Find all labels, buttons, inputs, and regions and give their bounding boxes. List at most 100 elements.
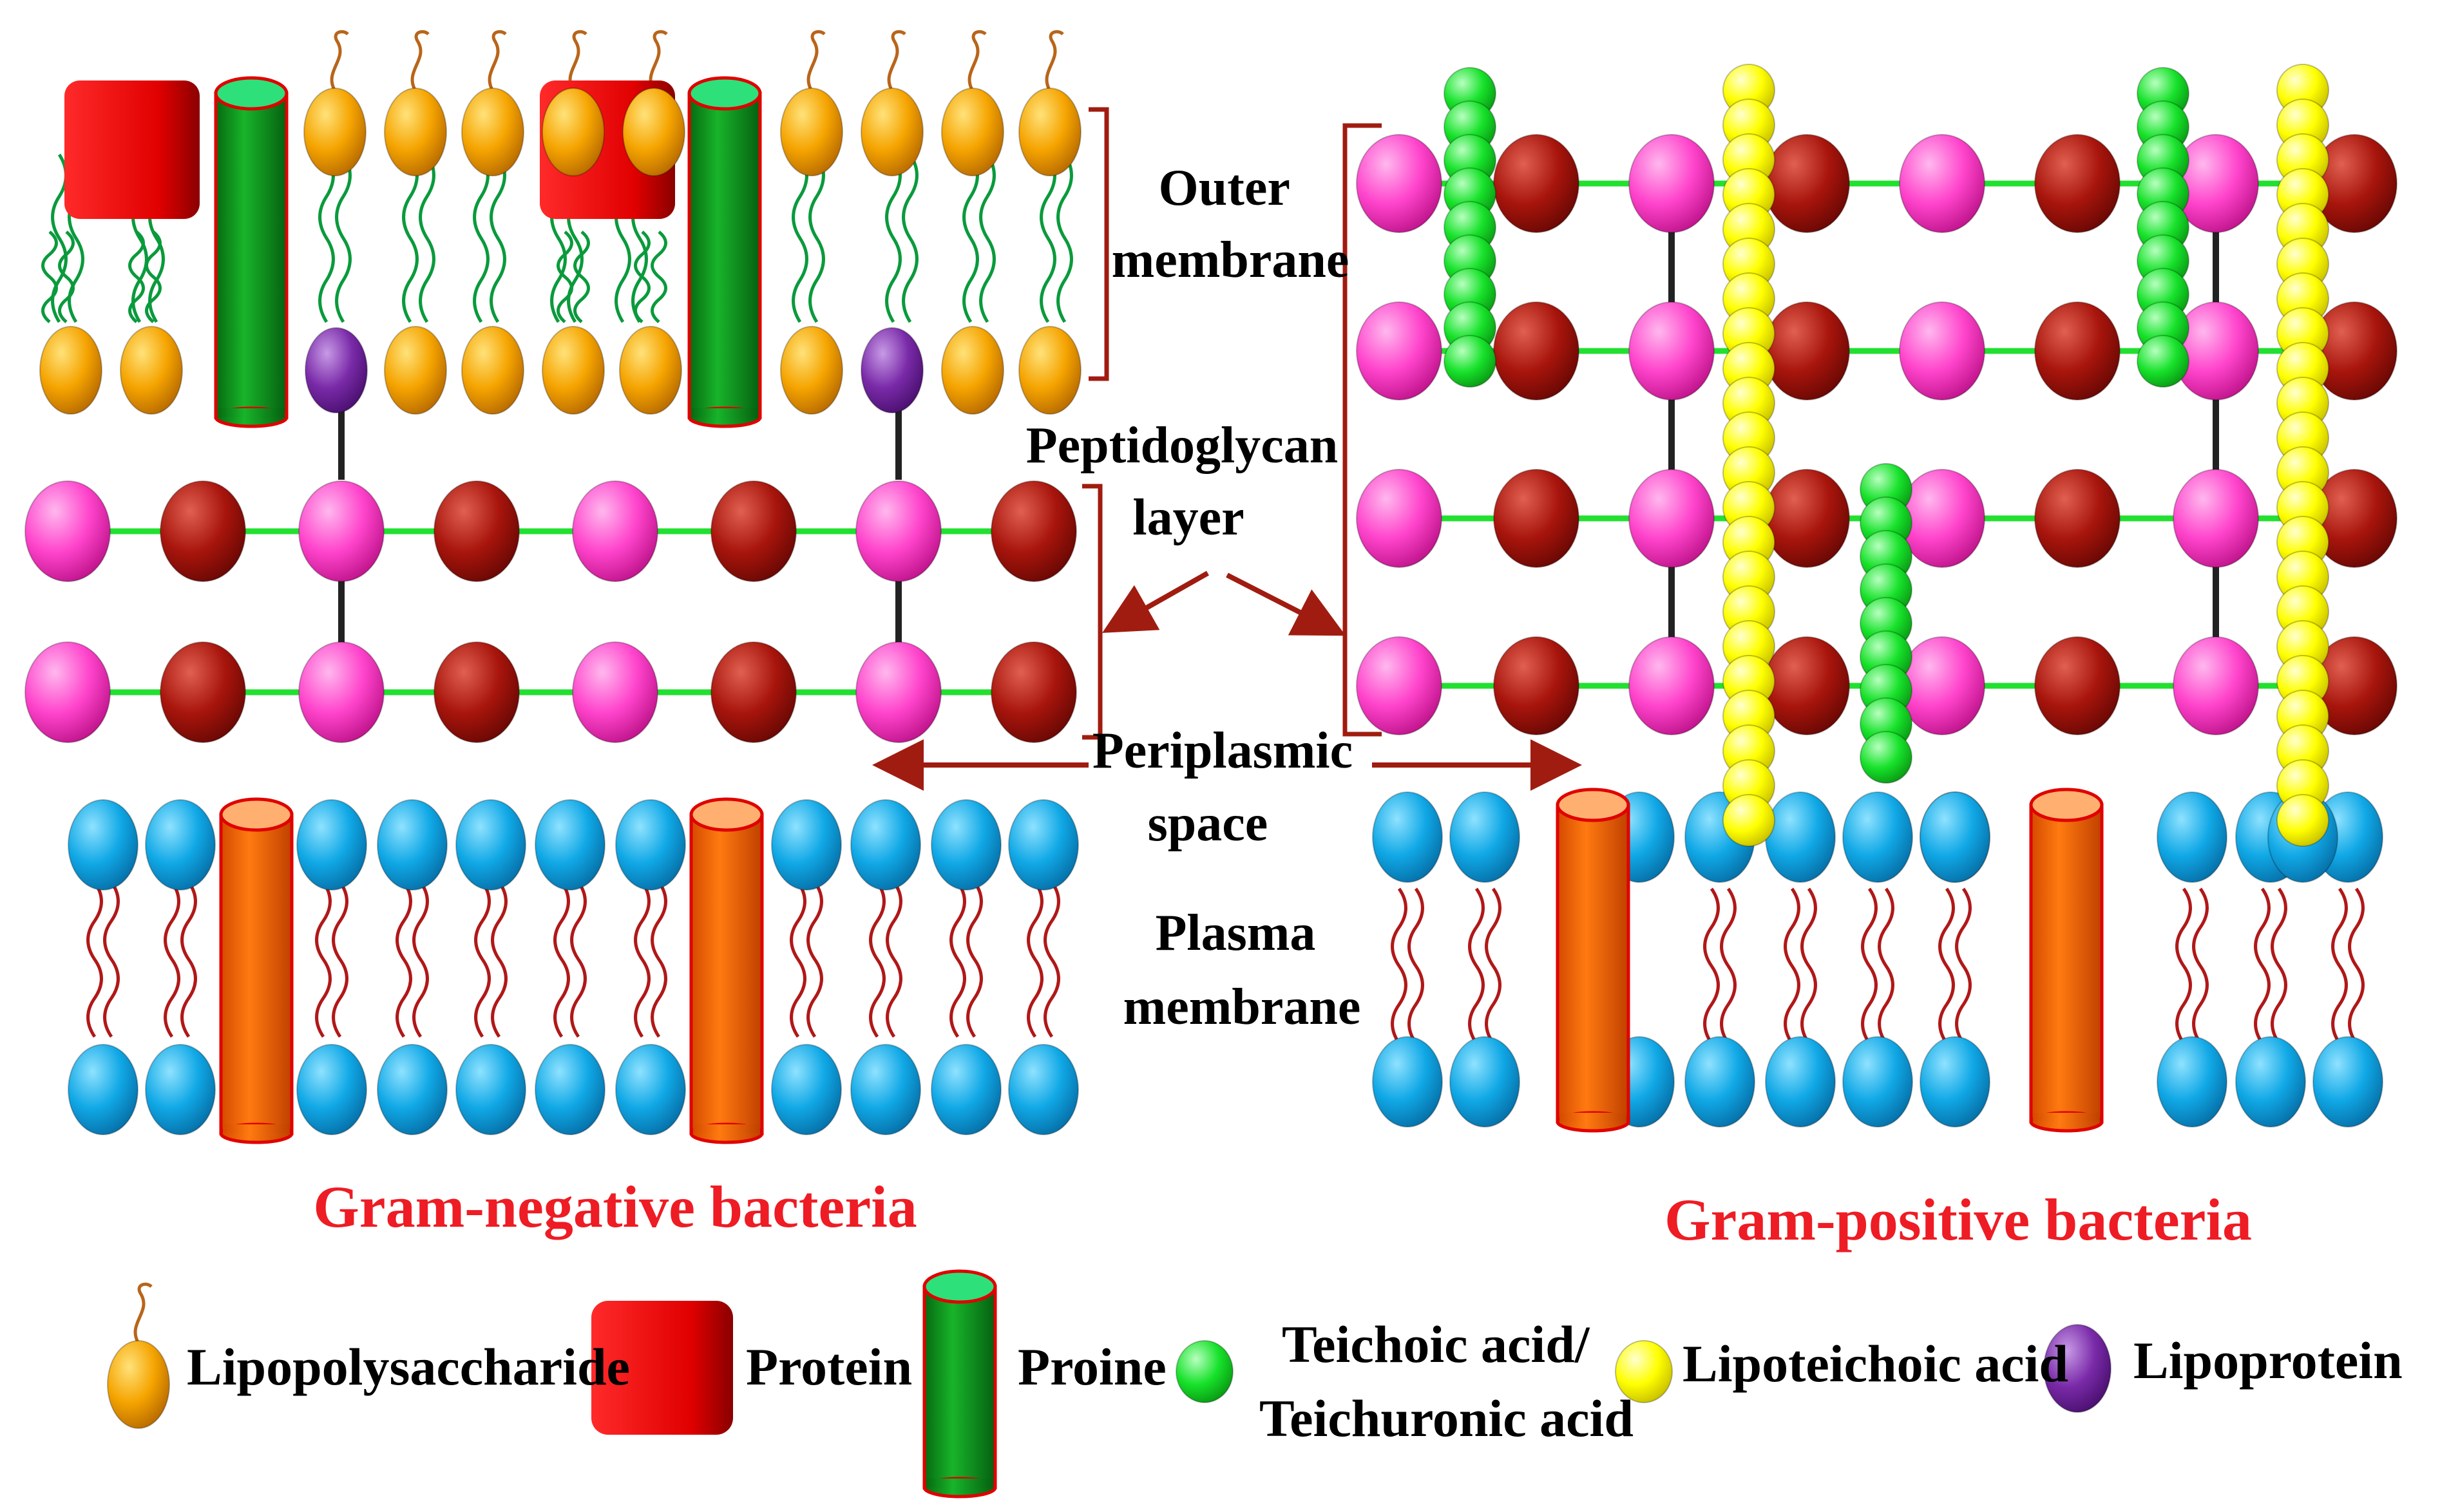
lps-chain-4-left	[473, 153, 490, 323]
lipoprotein-1	[861, 327, 924, 413]
peptidoglycan-pos-r1-4	[1899, 301, 1985, 401]
lipid-head-neg-top-9	[931, 799, 1002, 891]
membrane-protein-neg-0-body	[219, 813, 294, 1135]
peptidoglycan-pos-r1-2	[1628, 301, 1715, 401]
lipid-head-neg-top-8	[850, 799, 921, 891]
lps-top-8	[1018, 88, 1082, 176]
lps-top-3-tail	[568, 30, 587, 92]
membrane-protein-neg-1-body	[689, 813, 764, 1135]
lipid-head-neg-bottom-0	[68, 1044, 138, 1135]
lps-chain-short-3-left	[634, 231, 651, 323]
lps-bottom-6	[780, 326, 843, 415]
peptidoglycan-pos-r3-4	[1899, 636, 1985, 735]
peptidoglycan-neg-r0-6	[855, 480, 942, 582]
peptidoglycan-neg-r0-1	[160, 480, 246, 582]
lipid-tail-neg-3-left	[396, 881, 412, 1038]
lipid-head-neg-bottom-2	[296, 1044, 367, 1135]
lps-chain-8-left	[885, 153, 902, 323]
lps-chain-4-right	[490, 153, 506, 323]
legend-proine-icon-top	[922, 1269, 997, 1304]
lipid-tail-pos-1-right	[1485, 887, 1501, 1044]
peptidoglycan-neg-r1-2	[298, 641, 385, 743]
legend-teichoic-label: Teichoic acid/ Teichuronic acid	[1259, 1315, 1634, 1448]
lipid-head-neg-top-10	[1008, 799, 1079, 891]
lipid-tail-neg-7-left	[790, 881, 806, 1038]
peptidoglycan-neg-r1-4	[572, 641, 658, 743]
lps-chain-short-2-left	[557, 231, 573, 323]
lps-top-0	[303, 88, 367, 176]
shapes-layer	[24, 64, 2397, 1498]
teichoic-acid-1-8	[2137, 335, 2189, 388]
lps-top-7	[941, 88, 1004, 176]
lps-chain-3-right	[419, 153, 435, 323]
membrane-protein-pos-1-body	[2029, 803, 2104, 1124]
peptidoglycan-pos-r3-1	[1493, 636, 1579, 735]
lipid-tail-neg-8-left	[869, 881, 886, 1038]
porin-1-top	[687, 76, 762, 111]
lipid-tail-neg-0-right	[103, 881, 120, 1038]
lps-top-3	[542, 88, 605, 176]
lipid-tail-neg-4-right	[491, 881, 508, 1038]
lipid-tail-pos-4-right	[1878, 887, 1894, 1044]
legend-lipoteichoic-icon	[1615, 1340, 1673, 1403]
peptidoglycan-pos-r3-6	[2173, 636, 2259, 735]
lipid-tail-pos-1-left	[1468, 887, 1485, 1044]
lipid-tail-pos-2-left	[1703, 887, 1720, 1044]
lps-bottom-5	[619, 326, 682, 415]
plasma-membrane-label-line1: Plasma	[1156, 905, 1316, 961]
lps-top-8-tail	[1045, 30, 1064, 92]
lipid-tail-pos-6-right	[2192, 887, 2209, 1044]
membrane-protein-pos-0-joint	[1559, 1113, 1626, 1122]
peptidoglycan-pos-r1-1	[1493, 301, 1579, 401]
lipid-head-neg-bottom-9	[931, 1044, 1002, 1135]
peptidoglycan-pos-r2-4	[1899, 469, 1985, 568]
lps-bottom-0	[39, 326, 102, 415]
porin-1-joint	[691, 408, 758, 417]
lipid-tail-pos-0-right	[1407, 887, 1424, 1044]
lipid-head-pos-bottom-1	[1449, 1036, 1520, 1128]
peptidoglycan-label: Peptidoglycan layer	[1026, 417, 1351, 546]
peptidoglycan-neg-r0-5	[710, 480, 797, 582]
lps-chain-10-left	[1040, 153, 1056, 323]
lipid-tail-pos-7-right	[2271, 887, 2287, 1044]
lipid-head-pos-bottom-3	[1765, 1036, 1836, 1128]
teichoic-acid-0-8	[1444, 335, 1496, 388]
peptidoglycan-pos-r3-0	[1356, 636, 1442, 735]
lps-top-4	[622, 88, 685, 176]
legend-teichoic-line1: Teichoic acid/	[1282, 1315, 1590, 1374]
lipoteichoic-acid-0-21	[1722, 794, 1775, 847]
peptidoglycan-neg-r1-6	[855, 641, 942, 743]
lipid-head-neg-top-2	[296, 799, 367, 891]
legend-lipoteichoic-label: Lipoteichoic acid	[1682, 1334, 2068, 1393]
lipid-head-pos-top-1	[1449, 791, 1520, 883]
peptidoglycan-pos-r2-3	[1764, 469, 1850, 568]
lipoteichoic-acid-1-21	[2276, 794, 2329, 847]
lps-chain-9-right	[979, 153, 996, 323]
peptidoglycan-neg-r0-2	[298, 480, 385, 582]
lipid-tail-pos-4-left	[1861, 887, 1878, 1044]
membrane-protein-neg-1-joint	[693, 1124, 760, 1133]
peptidoglycan-neg-r1-5	[710, 641, 797, 743]
periplasmic-label-line1: Periplasmic	[1092, 723, 1353, 779]
porin-0-top	[214, 76, 289, 111]
lipid-head-neg-bottom-3	[377, 1044, 448, 1135]
lipid-head-neg-top-5	[535, 799, 605, 891]
lps-bottom-4	[542, 326, 605, 415]
lps-top-7-tail	[967, 30, 987, 92]
lipid-head-neg-top-6	[615, 799, 686, 891]
lipid-head-neg-top-3	[377, 799, 448, 891]
peptidoglycan-neg-r1-3	[434, 641, 520, 743]
periplasmic-label-line2: space	[1148, 795, 1268, 852]
membrane-protein-neg-0-top	[219, 797, 294, 832]
peptidoglycan-pos-r2-1	[1493, 469, 1579, 568]
lipid-head-pos-top-0	[1372, 791, 1443, 883]
lipid-head-neg-top-0	[68, 799, 138, 891]
gram-positive-bracket	[1342, 123, 1382, 737]
legend-proine-icon-body	[922, 1285, 997, 1489]
porin-0-joint	[218, 408, 285, 417]
outer-membrane-bracket	[1089, 107, 1109, 381]
peptidoglycan-label-line1: Peptidoglycan	[1026, 417, 1338, 474]
lipid-tail-pos-3-left	[1784, 887, 1800, 1044]
teichoic-acid-2-8	[1860, 731, 1912, 784]
